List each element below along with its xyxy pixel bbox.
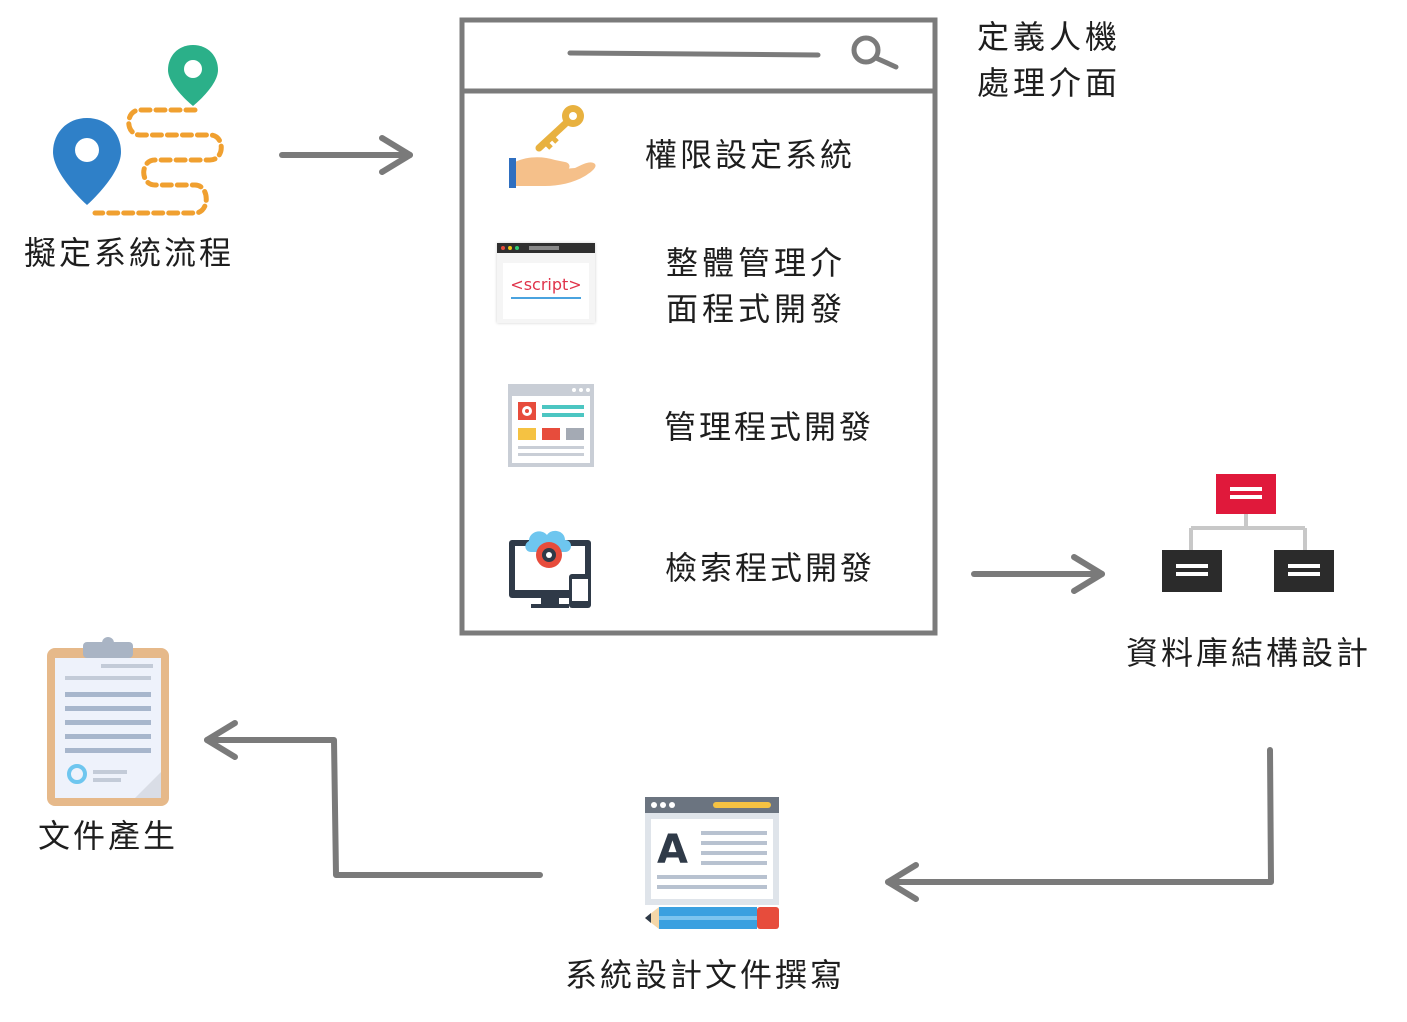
panel-item-1-label: 權限設定系統 — [645, 136, 856, 174]
step-db-label: 資料庫結構設計 — [1126, 634, 1372, 672]
panel-item-4-label: 檢索程式開發 — [665, 549, 876, 587]
panel-item-2-label-line1: 整體管理介 — [666, 244, 847, 282]
arrow-panel-to-db — [971, 554, 1105, 594]
document-writing-icon: A — [645, 797, 779, 929]
panel-item-3-label: 管理程式開發 — [664, 408, 875, 446]
arrow-docwrite-to-docgen — [204, 720, 543, 878]
arrow-flow-to-panel — [279, 135, 413, 175]
db-child-node-right — [1274, 550, 1334, 592]
step-docgen-label: 文件產生 — [38, 817, 179, 855]
script-window-icon[interactable]: <script> — [497, 243, 595, 323]
hmi-title: 定義人機 處理介面 — [977, 14, 1121, 107]
step-flow-label: 擬定系統流程 — [24, 234, 235, 272]
script-window-titlebar — [497, 243, 595, 253]
db-child-node-left — [1162, 550, 1222, 592]
db-root-node — [1216, 474, 1276, 514]
admin-dashboard-icon[interactable] — [508, 384, 594, 467]
monitor-cloud-gear-icon[interactable] — [507, 522, 595, 610]
clipboard-icon — [47, 637, 169, 806]
step-docwrite-label: 系統設計文件撰寫 — [565, 956, 846, 994]
pencil-icon — [645, 907, 779, 929]
letter-a-glyph: A — [657, 827, 688, 873]
panel-item-2-label: 整體管理介 面程式開發 — [666, 240, 846, 333]
hmi-title-line2: 處理介面 — [977, 64, 1122, 103]
panel-item-2-label-line2: 面程式開發 — [666, 290, 847, 329]
hmi-panel-frame — [459, 17, 938, 636]
key-hand-icon[interactable] — [505, 100, 600, 192]
script-underline — [511, 297, 581, 299]
route-map-icon — [53, 45, 224, 216]
script-window-body: <script> — [503, 263, 589, 319]
search-icon[interactable] — [851, 35, 899, 70]
db-hierarchy-icon — [1162, 474, 1334, 592]
hmi-title-line1: 定義人機 — [977, 18, 1122, 56]
script-tag-text: <script> — [510, 275, 582, 294]
arrow-db-to-docwrite — [885, 747, 1274, 902]
